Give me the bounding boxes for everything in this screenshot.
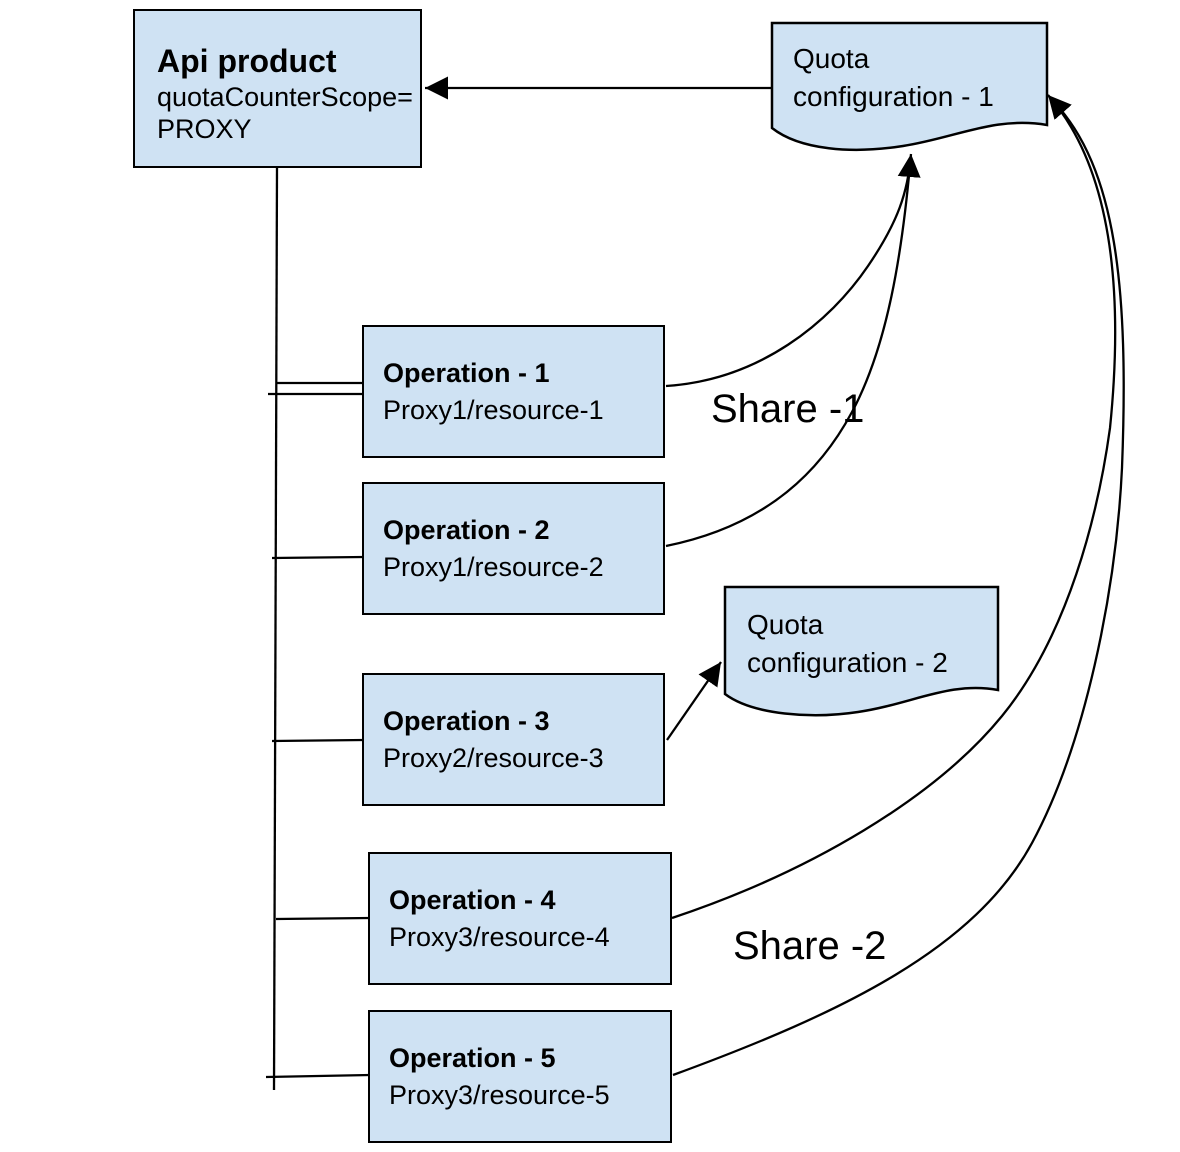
- operation-4-box: Operation - 4 Proxy3/resource-4: [368, 852, 672, 985]
- curve-operation1-to-quota1: [665, 153, 921, 388]
- api-product-box: Api product quotaCounterScope= PROXY: [133, 9, 422, 168]
- curve-operation2-to-quota1: [665, 164, 912, 548]
- operation-2-resource: Proxy1/resource-2: [383, 551, 604, 582]
- quota-config-1-shape: [770, 21, 1049, 152]
- api-product-scope-line1: quotaCounterScope=: [157, 82, 413, 112]
- branch-line-operation-4: [275, 916, 371, 921]
- curve-operation4-to-quota1: [671, 94, 1117, 920]
- operation-3-title: Operation - 3: [383, 705, 550, 736]
- operation-2-title: Operation - 2: [383, 514, 550, 545]
- branch-line-operation-2: [271, 555, 365, 560]
- api-product-scope-line2: PROXY: [157, 114, 252, 144]
- share-2-label: Share -2: [733, 924, 887, 968]
- quota-config-2-line2: configuration - 2: [747, 647, 948, 678]
- api-product-title: Api product: [157, 43, 337, 79]
- quota-config-1-line1: Quota: [793, 43, 870, 74]
- operation-1-resource: Proxy1/resource-1: [383, 394, 604, 425]
- quota-config-2-shape: [723, 585, 1000, 717]
- api-product-trunk-line: [272, 166, 279, 1091]
- quota-config-1-label: Quota configuration - 1: [793, 40, 994, 116]
- operation-3-box: Operation - 3 Proxy2/resource-3: [362, 673, 665, 806]
- operation-5-box: Operation - 5 Proxy3/resource-5: [368, 1010, 672, 1143]
- quota-config-1-line2: configuration - 1: [793, 81, 994, 112]
- arrow-operation3-to-quota2: [666, 661, 722, 741]
- operation-4-resource: Proxy3/resource-4: [389, 921, 610, 952]
- operation-3-resource: Proxy2/resource-3: [383, 742, 604, 773]
- operation-1-title: Operation - 1: [383, 357, 550, 388]
- operation-2-box: Operation - 2 Proxy1/resource-2: [362, 482, 665, 615]
- operation-4-title: Operation - 4: [389, 884, 556, 915]
- branch-line-operation-5: [265, 1073, 371, 1079]
- curve-operation5-to-quota1: [672, 101, 1125, 1077]
- share-1-label: Share -1: [711, 387, 865, 431]
- branch-line-operation-3: [271, 738, 365, 743]
- operation-5-title: Operation - 5: [389, 1042, 556, 1073]
- operation-1-box: Operation - 1 Proxy1/resource-1: [362, 325, 665, 458]
- operation-5-resource: Proxy3/resource-5: [389, 1079, 610, 1110]
- quota-config-2-line1: Quota: [747, 609, 824, 640]
- quota-config-2-label: Quota configuration - 2: [747, 606, 948, 682]
